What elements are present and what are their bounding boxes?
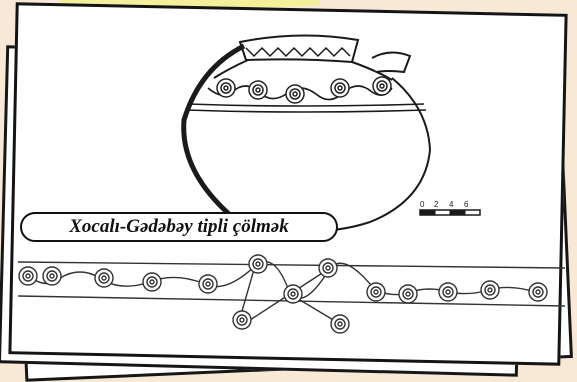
svg-text:2: 2 [434,200,439,209]
vessel-icon [181,34,432,235]
svg-text:6: 6 [464,200,469,209]
svg-text:0: 0 [420,200,425,209]
ornament-band-spirals [18,254,548,334]
pottery-drawing: 0 2 4 6 [17,34,566,334]
caption-label: Xocalı-Gədəbəy tipli çölmək [20,212,338,242]
scale-bar-icon: 0 2 4 6 [419,200,481,216]
vessel-spiral-ornaments [216,76,392,104]
svg-text:4: 4 [449,200,454,209]
